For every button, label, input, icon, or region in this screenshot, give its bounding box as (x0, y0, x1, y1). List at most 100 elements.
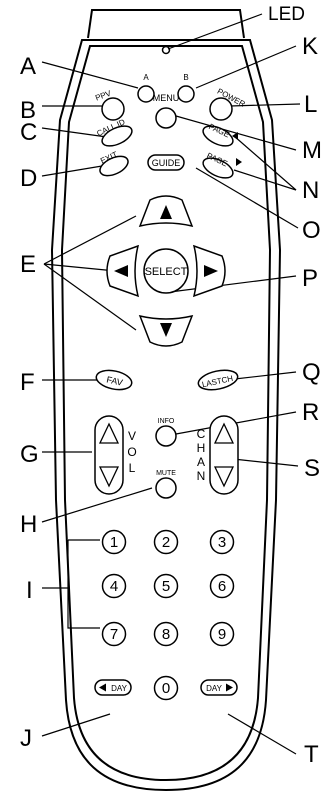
channel-up-icon[interactable] (213, 422, 235, 444)
guide-button-shape[interactable] (147, 154, 185, 171)
page-up-arrow-icon (232, 132, 238, 140)
key-4-shape[interactable] (101, 573, 127, 599)
last-ch-button-shape[interactable] (197, 367, 240, 393)
ppv-button-shape[interactable] (101, 97, 125, 121)
button-b-label: B (183, 73, 188, 82)
key-8[interactable]: 8 (153, 621, 179, 647)
key-9[interactable]: 9 (209, 621, 235, 647)
down-arrow-icon (160, 323, 172, 337)
callout-e: E (20, 251, 36, 278)
key-4[interactable]: 4 (101, 573, 127, 599)
key-9-shape[interactable] (209, 621, 235, 647)
key-2-label: 2 (162, 534, 170, 551)
last-ch-button[interactable]: LASTCH (197, 367, 240, 393)
day-back-button[interactable]: DAY (94, 679, 132, 696)
page-down-button-shape[interactable] (200, 154, 236, 182)
volume-down-icon[interactable] (98, 466, 120, 488)
channel-rocker[interactable] (209, 415, 239, 495)
key-0[interactable]: 0 (153, 675, 179, 701)
button-a-shape[interactable] (137, 85, 155, 103)
callout-d: D (20, 165, 37, 192)
leader-p (169, 275, 297, 293)
button-b-shape[interactable] (177, 85, 195, 103)
callout-s: S (304, 455, 320, 482)
callout-k: K (302, 33, 318, 60)
key-6[interactable]: 6 (209, 573, 235, 599)
key-4-label: 4 (110, 578, 118, 595)
info-button-shape[interactable] (155, 425, 177, 447)
key-3-shape[interactable] (209, 529, 235, 555)
direction-pad (106, 195, 226, 347)
callout-l: L (304, 91, 317, 118)
ppv-button[interactable]: PPV (94, 88, 125, 121)
key-2-shape[interactable] (153, 529, 179, 555)
menu-button-label: MENU (153, 93, 180, 103)
callout-j: J (20, 725, 32, 752)
callout-n: N (302, 177, 319, 204)
select-button[interactable] (143, 248, 189, 294)
power-button-shape[interactable] (209, 97, 233, 121)
mute-button[interactable]: MUTE (155, 470, 177, 499)
channel-down-icon[interactable] (213, 466, 235, 488)
button-a[interactable]: A (137, 73, 155, 103)
callout-m: M (302, 137, 322, 164)
fav-button-shape[interactable] (95, 367, 134, 392)
call-id-button[interactable]: CALL ID (95, 117, 134, 150)
callout-a: A (20, 53, 36, 80)
day-forward-button-shape[interactable] (200, 679, 238, 696)
callout-labels: LED A B C D E F G H I J K L M N O P Q R … (20, 4, 322, 768)
menu-button[interactable]: MENU (153, 93, 180, 129)
key-6-label: 6 (218, 578, 226, 595)
leader-c (41, 127, 115, 139)
key-5[interactable]: 5 (153, 573, 179, 599)
day-back-button-label: DAY (111, 684, 128, 693)
key-8-shape[interactable] (153, 621, 179, 647)
page-down-button[interactable]: PAGE (200, 151, 242, 182)
page-up-button[interactable]: PAGE (200, 122, 238, 150)
key-1[interactable]: 1 (101, 529, 127, 555)
remote-outer-outline (50, 39, 282, 792)
callout-led: LED (268, 4, 305, 25)
volume-up-icon[interactable] (98, 422, 120, 444)
key-7-shape[interactable] (101, 621, 127, 647)
guide-button[interactable]: GUIDE (147, 154, 185, 171)
info-button[interactable]: INFO (155, 418, 177, 447)
key-5-shape[interactable] (153, 573, 179, 599)
remote-top-band (87, 9, 245, 39)
key-6-shape[interactable] (209, 573, 235, 599)
mute-button-shape[interactable] (155, 477, 177, 499)
key-0-label: 0 (162, 680, 170, 697)
power-button[interactable]: POWER (209, 87, 247, 121)
key-1-label: 1 (110, 534, 118, 551)
key-1-shape[interactable] (101, 529, 127, 555)
callout-b: B (20, 97, 36, 124)
left-arrow-icon (114, 265, 128, 277)
page-up-button-shape[interactable] (200, 122, 236, 150)
key-7[interactable]: 7 (101, 621, 127, 647)
volume-rocker-shape[interactable] (94, 415, 124, 495)
vol-letter-l: L (129, 461, 136, 475)
volume-rocker[interactable] (94, 415, 124, 495)
key-0-shape[interactable] (153, 675, 179, 701)
call-id-button-shape[interactable] (99, 122, 135, 150)
exit-button-shape[interactable] (97, 152, 131, 179)
key-2[interactable]: 2 (153, 529, 179, 555)
key-8-label: 8 (162, 626, 170, 643)
channel-rocker-shape[interactable] (209, 415, 239, 495)
button-b[interactable]: B (177, 73, 195, 103)
fav-button[interactable]: FAV (95, 367, 134, 392)
leader-j (41, 713, 111, 737)
day-forward-button-label: DAY (206, 684, 223, 693)
day-forward-button[interactable]: DAY (200, 679, 238, 696)
leader-t (227, 713, 297, 755)
exit-button[interactable]: EXIT (97, 150, 131, 180)
day-back-button-shape[interactable] (94, 679, 132, 696)
page-down-arrow-icon (236, 158, 242, 166)
key-5-label: 5 (162, 578, 170, 595)
callout-r: R (302, 399, 319, 426)
keypad: 1 2 3 4 5 6 7 8 (101, 529, 235, 701)
menu-button-shape[interactable] (155, 107, 177, 129)
key-3[interactable]: 3 (209, 529, 235, 555)
remote-body (50, 9, 282, 792)
callout-h: H (20, 511, 37, 538)
